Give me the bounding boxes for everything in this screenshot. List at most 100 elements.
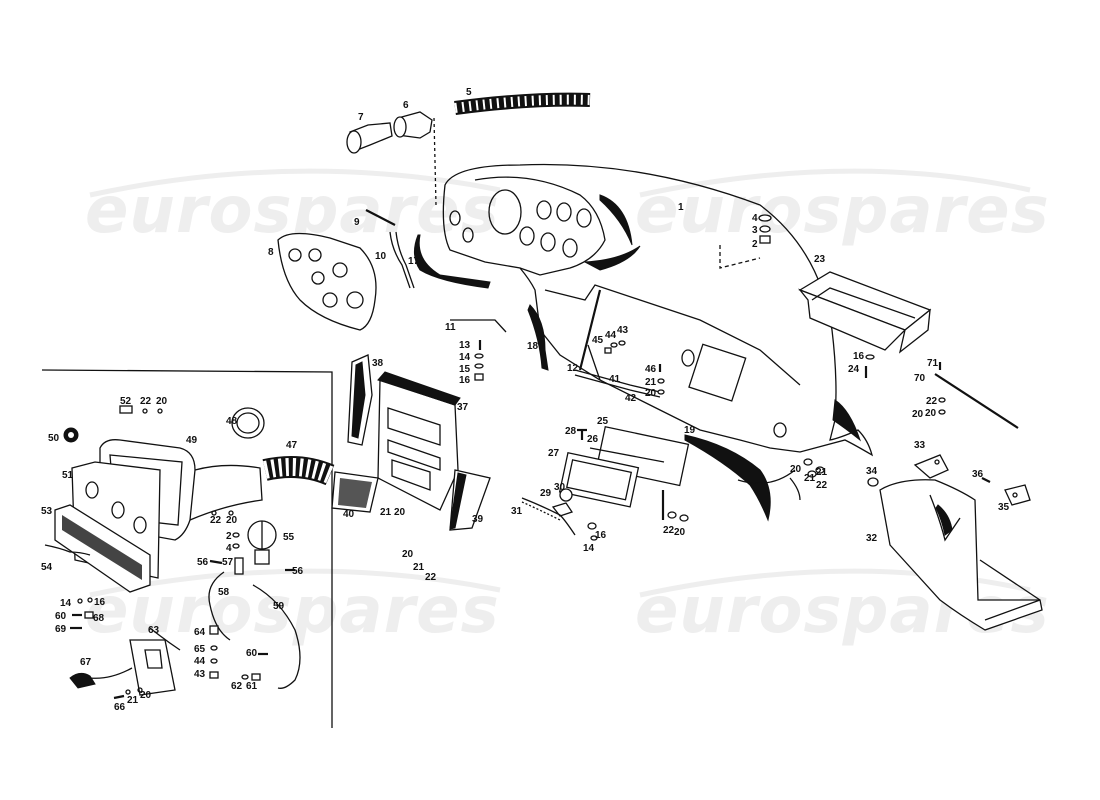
label-25: 25 (597, 416, 609, 427)
label-2-b: 2 (226, 531, 232, 542)
label-44: 44 (605, 330, 617, 341)
label-14-b: 14 (583, 543, 595, 554)
fasteners-43-45 (604, 340, 626, 354)
label-62: 62 (231, 681, 243, 692)
label-14-c: 14 (60, 598, 72, 609)
long-rod (934, 362, 1019, 429)
label-20-d: 20 (790, 464, 802, 475)
label-19: 19 (684, 425, 696, 436)
label-20-h: 20 (156, 396, 168, 407)
label-20-g: 20 (402, 549, 414, 560)
label-20-e: 20 (674, 527, 686, 538)
label-20-b: 20 (925, 408, 937, 419)
label-37: 37 (457, 402, 469, 413)
knob-34 (867, 477, 879, 487)
label-49: 49 (186, 435, 198, 446)
label-52: 52 (120, 396, 132, 407)
label-31: 31 (511, 506, 523, 517)
label-22-f: 22 (210, 515, 222, 526)
fasteners-14-16-lower (587, 522, 598, 541)
inset-parts (44, 405, 335, 700)
label-20-i: 20 (226, 515, 238, 526)
trim-strips (365, 209, 549, 371)
label-66: 66 (114, 702, 126, 713)
label-71: 71 (927, 358, 939, 369)
vent-nozzles (346, 111, 437, 206)
label-22-b: 22 (816, 480, 828, 491)
label-15: 15 (459, 364, 471, 375)
label-20-c: 20 (645, 388, 657, 399)
label-32: 32 (866, 533, 878, 544)
label-14: 14 (459, 352, 471, 363)
label-13: 13 (459, 340, 471, 351)
label-10: 10 (375, 251, 387, 262)
air-duct-box (798, 271, 932, 354)
label-35: 35 (998, 502, 1010, 513)
fasteners-24-16 (864, 354, 875, 378)
label-56: 56 (197, 557, 209, 568)
center-console-37 (377, 371, 461, 511)
label-29: 29 (540, 488, 552, 499)
grille-40 (331, 471, 379, 513)
label-16-c: 16 (595, 530, 607, 541)
label-40: 40 (343, 509, 355, 520)
label-21-c: 21 (816, 467, 828, 478)
label-4: 4 (752, 213, 758, 224)
label-4-b: 4 (226, 543, 232, 554)
label-41: 41 (609, 374, 621, 385)
fasteners-46-21-20 (657, 364, 665, 395)
label-22-d: 22 (425, 572, 437, 583)
label-21-d: 21 (380, 507, 392, 518)
label-22: 22 (926, 396, 938, 407)
label-56-b: 56 (292, 566, 304, 577)
label-67: 67 (80, 657, 92, 668)
label-48: 48 (226, 416, 238, 427)
label-55: 55 (283, 532, 295, 543)
label-59: 59 (273, 601, 285, 612)
label-51: 51 (62, 470, 74, 481)
label-26: 26 (587, 434, 599, 445)
lower-trim-19 (684, 434, 801, 522)
label-33: 33 (914, 440, 926, 451)
label-34: 34 (866, 466, 878, 477)
label-45: 45 (592, 335, 604, 346)
part-labels: 1 2 3 4 5 6 7 8 9 10 11 12 13 14 15 16 1… (41, 87, 1010, 713)
label-47: 47 (286, 440, 298, 451)
screw-stack-13-16 (474, 340, 484, 381)
label-64: 64 (194, 627, 206, 638)
label-16-b: 16 (853, 351, 865, 362)
fasteners-center-20-22 (661, 490, 689, 522)
label-65: 65 (194, 644, 206, 655)
label-24: 24 (848, 364, 860, 375)
label-50: 50 (48, 433, 60, 444)
label-53: 53 (41, 506, 53, 517)
label-27: 27 (548, 448, 560, 459)
label-2: 2 (752, 239, 758, 250)
label-9: 9 (354, 217, 360, 228)
dashboard-body (442, 163, 874, 457)
label-21-e: 21 (413, 562, 425, 573)
label-23: 23 (814, 254, 826, 265)
small-fasteners-2-4 (758, 214, 772, 244)
watermark-bottom-left: eurospares (85, 574, 500, 648)
label-1: 1 (678, 202, 684, 213)
label-43: 43 (617, 325, 629, 336)
label-21-f: 21 (127, 695, 139, 706)
label-22-c: 22 (663, 525, 675, 536)
label-60-b: 60 (246, 648, 258, 659)
label-57: 57 (222, 557, 234, 568)
label-16-d: 16 (94, 597, 106, 608)
label-38: 38 (372, 358, 384, 369)
label-12: 12 (567, 363, 579, 374)
instrument-panel-plate (277, 232, 377, 331)
inset-frame (41, 369, 333, 728)
flexible-hose (454, 92, 591, 115)
label-21: 21 (804, 473, 816, 484)
label-28: 28 (565, 426, 577, 437)
label-69: 69 (55, 624, 67, 635)
label-60: 60 (55, 611, 67, 622)
label-36: 36 (972, 469, 984, 480)
center-trims (574, 344, 661, 398)
label-42: 42 (625, 393, 637, 404)
